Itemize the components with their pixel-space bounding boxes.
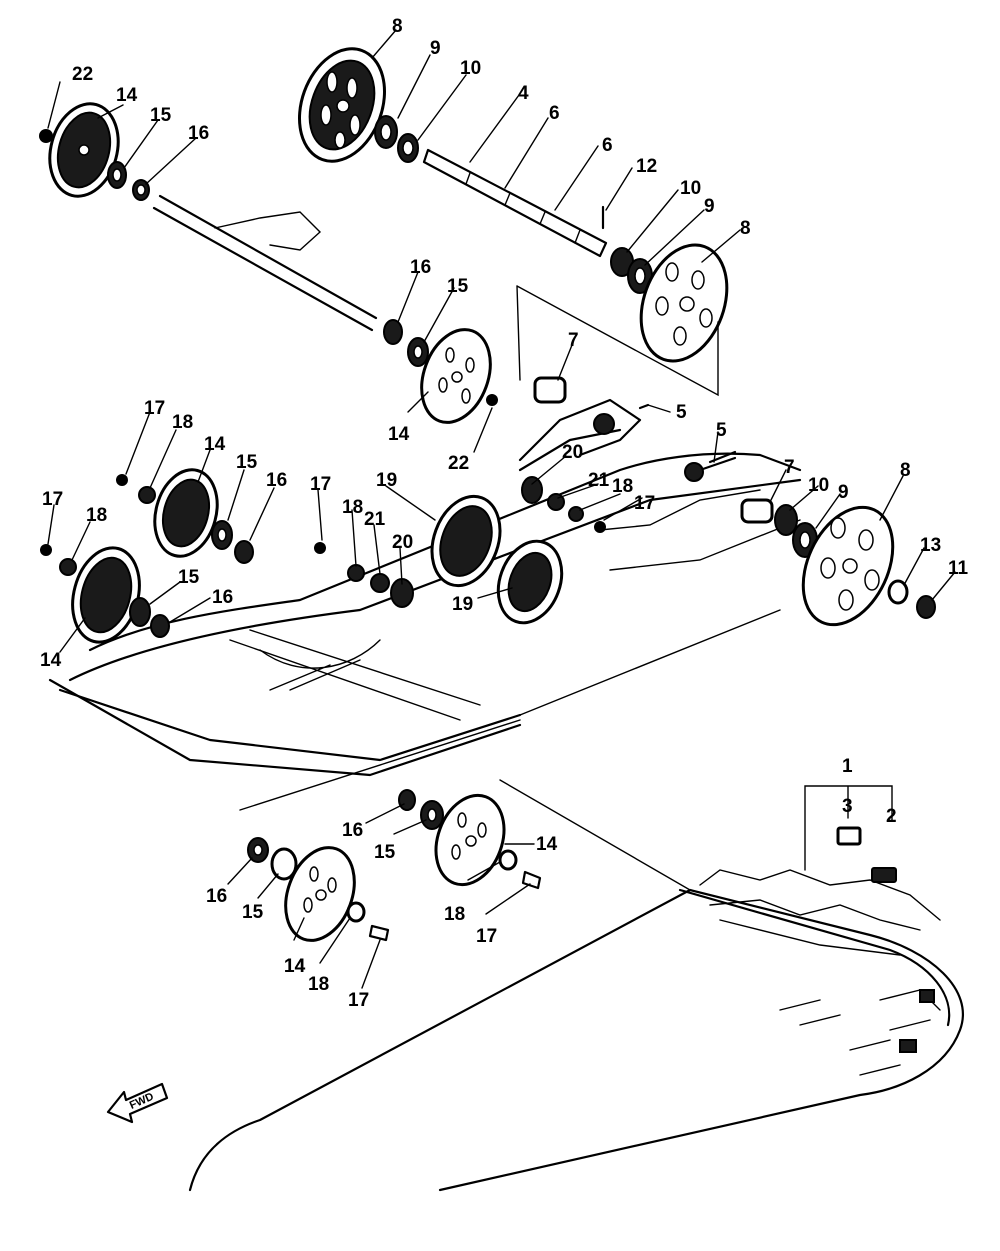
callout-9: 9 xyxy=(704,196,715,217)
callout-15: 15 xyxy=(150,105,172,126)
callout-19: 19 xyxy=(452,594,473,615)
callout-5: 5 xyxy=(716,420,727,441)
callout-10: 10 xyxy=(460,58,481,79)
callout-13: 13 xyxy=(920,535,941,556)
callout-16: 16 xyxy=(206,886,227,907)
callout-7: 7 xyxy=(568,330,579,351)
callout-1: 1 xyxy=(842,756,853,777)
callout-17: 17 xyxy=(634,493,655,514)
nut-22-top xyxy=(39,129,53,143)
callout-19: 19 xyxy=(376,470,397,491)
callout-17: 17 xyxy=(310,474,331,495)
idler-wheel-14-mid xyxy=(420,328,492,424)
fwd-arrow: FWD xyxy=(106,1082,169,1124)
callout-18: 18 xyxy=(444,904,465,925)
callout-20: 20 xyxy=(392,532,413,553)
callout-9: 9 xyxy=(430,38,441,59)
callout-22: 22 xyxy=(72,64,93,85)
reference-bracket xyxy=(516,285,719,397)
track-clip-2 xyxy=(871,867,897,883)
callout-16: 16 xyxy=(212,587,233,608)
callout-3: 3 xyxy=(842,796,853,817)
nut-22-mid xyxy=(486,394,498,406)
callout-10: 10 xyxy=(808,475,829,496)
callout-21: 21 xyxy=(364,509,386,530)
callout-16: 16 xyxy=(410,257,431,278)
callout-17: 17 xyxy=(42,489,63,510)
callout-20: 20 xyxy=(562,442,583,463)
callout-7: 7 xyxy=(784,457,795,478)
callout-15: 15 xyxy=(447,276,469,297)
callout-18: 18 xyxy=(172,412,193,433)
callout-17: 17 xyxy=(348,990,369,1011)
callout-18: 18 xyxy=(342,497,363,518)
callout-14: 14 xyxy=(116,85,138,106)
callout-14: 14 xyxy=(284,956,306,977)
callout-15: 15 xyxy=(178,567,200,588)
callout-14: 14 xyxy=(388,424,410,445)
callout-14: 14 xyxy=(284,956,306,977)
callout-2: 2 xyxy=(886,806,897,827)
callout-8: 8 xyxy=(740,218,751,239)
lower-idler-groups xyxy=(247,789,542,942)
callout-18: 18 xyxy=(308,974,329,995)
mid-wheel-groups xyxy=(40,450,737,644)
callout-21: 21 xyxy=(588,470,610,491)
callout-8: 8 xyxy=(392,16,403,37)
idler-wheel-14-top xyxy=(48,102,120,198)
drive-shaft-assembly xyxy=(297,47,729,363)
callout-9: 9 xyxy=(838,482,849,503)
callout-6: 6 xyxy=(602,135,613,156)
drive-shaft xyxy=(422,148,608,258)
spacer-7-right xyxy=(740,498,774,524)
callout-12: 12 xyxy=(636,156,657,177)
track-belt xyxy=(188,609,964,1192)
callout-14: 14 xyxy=(536,834,558,855)
callout-15: 15 xyxy=(236,452,258,473)
callout-16: 16 xyxy=(188,123,209,144)
spacer-7-left xyxy=(533,376,567,404)
callout-labels: 8 9 10 4 6 6 12 10 9 8 22 14 15 16 16 15… xyxy=(40,16,969,1011)
callout-16: 16 xyxy=(266,470,287,491)
callout-14: 14 xyxy=(204,434,226,455)
sprocket-wheel-left xyxy=(297,47,387,163)
callout-8: 8 xyxy=(900,460,911,481)
callout-16: 16 xyxy=(342,820,363,841)
leader-lines xyxy=(47,29,956,989)
rear-idler-wheel-8 xyxy=(774,504,936,627)
callout-4: 4 xyxy=(518,83,529,104)
callout-18: 18 xyxy=(612,476,633,497)
track-clip-3 xyxy=(836,826,862,846)
slide-rail-frame xyxy=(48,376,802,777)
callout-14: 14 xyxy=(40,650,62,671)
callout-15: 15 xyxy=(242,902,264,923)
callout-10: 10 xyxy=(680,178,701,199)
callout-17: 17 xyxy=(476,926,497,947)
callout-6: 6 xyxy=(549,103,560,124)
callout-11: 11 xyxy=(948,558,969,579)
callout-5: 5 xyxy=(676,402,687,423)
upper-axle-assembly xyxy=(39,102,498,424)
callout-17: 17 xyxy=(144,398,165,419)
callout-18: 18 xyxy=(86,505,107,526)
sprocket-wheel-right xyxy=(639,243,729,363)
callout-15: 15 xyxy=(374,842,396,863)
callout-22: 22 xyxy=(448,453,469,474)
